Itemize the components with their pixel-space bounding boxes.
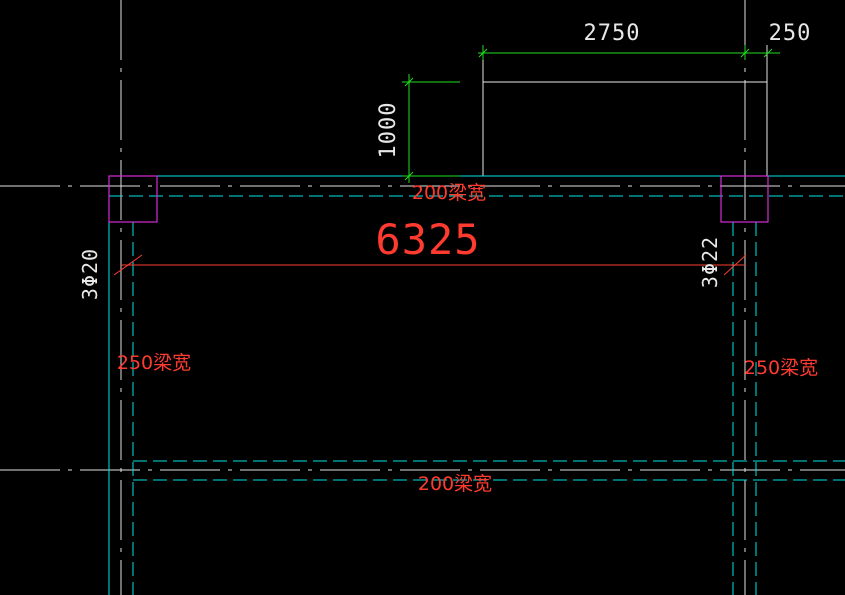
column-left[interactable]	[108, 175, 158, 223]
span-tick-right	[723, 254, 747, 276]
rebar-label-left: 3Φ20	[78, 248, 102, 300]
beam-label-top: 200梁宽	[412, 182, 486, 204]
dimension-left-height: 1000	[376, 102, 401, 159]
dimension-top-right-width: 250	[769, 21, 812, 46]
dimension-tick-vertical-bottom	[404, 171, 414, 181]
green-dimensions	[402, 45, 780, 183]
column-right[interactable]	[720, 175, 769, 223]
slab-outline	[482, 81, 768, 176]
columns	[108, 175, 769, 223]
beam-label-right: 250梁宽	[744, 357, 818, 379]
dimension-tick-c	[763, 48, 773, 58]
red-dimension	[113, 254, 747, 276]
dimension-tick-vertical-top	[404, 77, 414, 87]
beam-label-bottom: 200梁宽	[418, 473, 492, 495]
rebar-label-right: 3Φ22	[698, 236, 722, 288]
span-tick-left	[113, 254, 143, 276]
dimension-span: 6325	[375, 215, 480, 264]
dimension-top-width: 2750	[584, 21, 641, 46]
slab-outline-edge	[482, 81, 768, 176]
beam-label-left: 250梁宽	[117, 352, 191, 374]
